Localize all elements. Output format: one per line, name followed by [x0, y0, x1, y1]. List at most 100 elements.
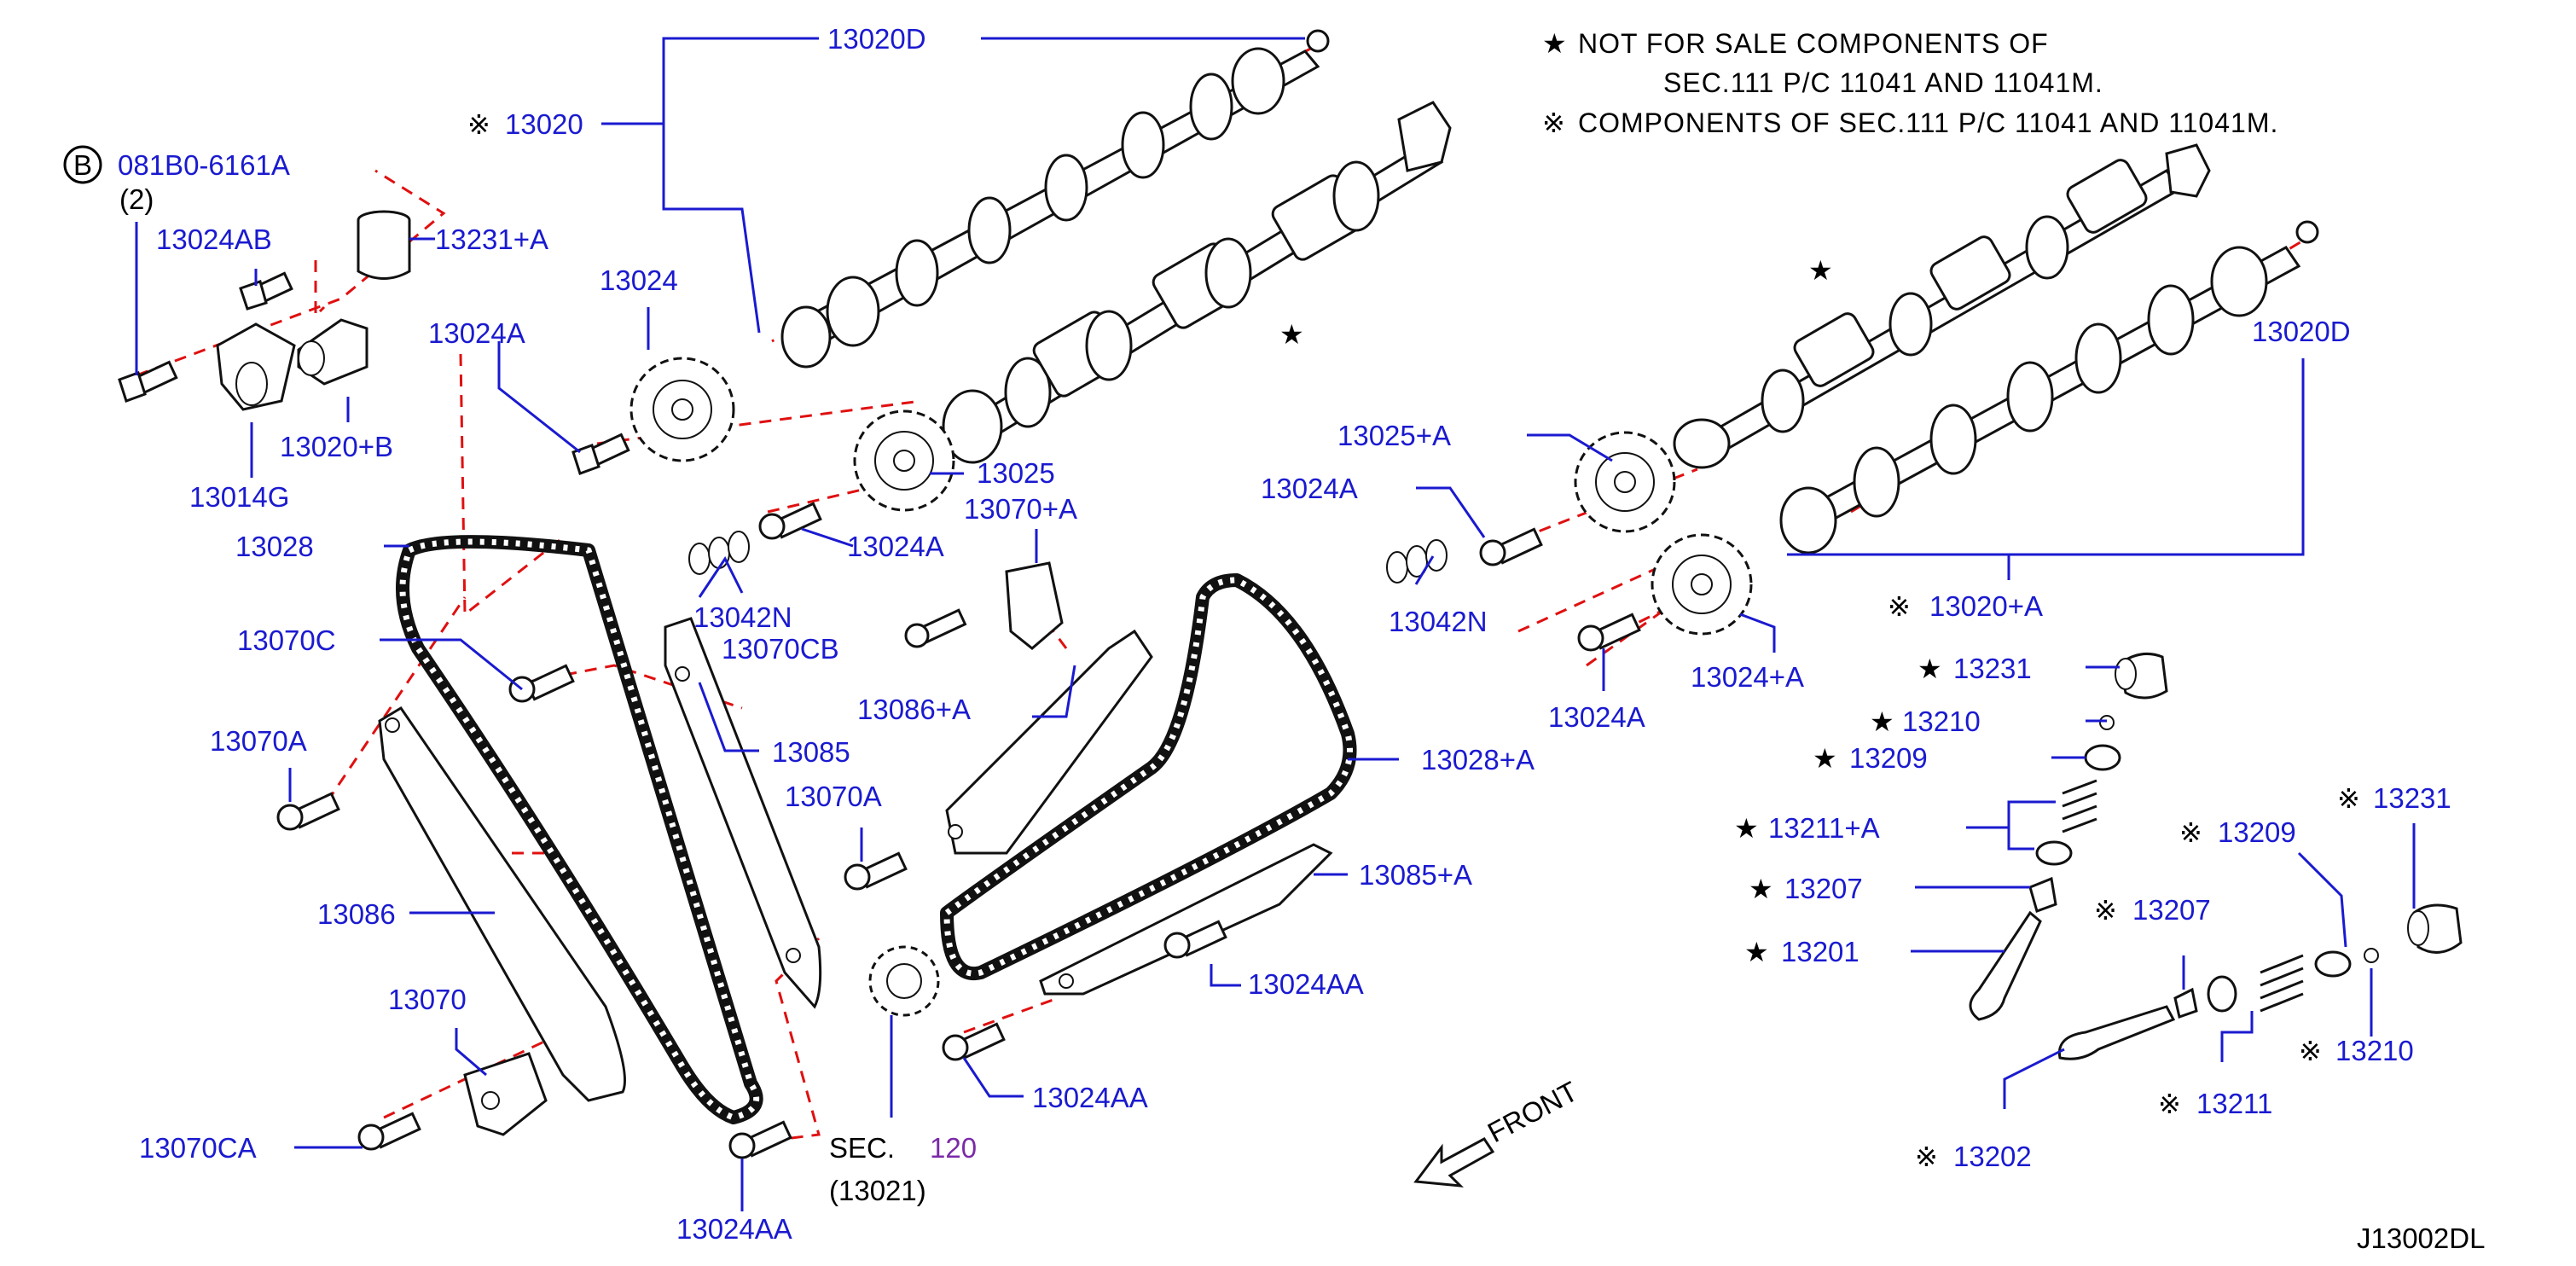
- label-13231-star[interactable]: 13231: [1953, 653, 2032, 684]
- label-13086A[interactable]: 13086+A: [857, 694, 971, 725]
- bolt-13024A-right: [1479, 527, 1543, 566]
- note-star-line2: SEC.111 P/C 11041 AND 11041M.: [1663, 67, 2103, 98]
- label-13207-kome[interactable]: 13207: [2132, 894, 2211, 926]
- label-13025[interactable]: 13025: [977, 457, 1055, 489]
- label-13024AA-bottom[interactable]: 13024AA: [676, 1213, 792, 1245]
- bolt-13024A-top: [571, 433, 630, 475]
- label-13231-kome[interactable]: 13231: [2373, 782, 2451, 814]
- label-13085A[interactable]: 13085+A: [1359, 859, 1472, 891]
- valve-train-kome: [2057, 903, 2463, 1060]
- label-13024A-right[interactable]: 13024A: [1261, 473, 1358, 504]
- star-13210: ★: [1870, 706, 1894, 737]
- star-symbol: ★: [1542, 28, 1567, 59]
- bolt-13070C: [508, 664, 575, 703]
- label-13024A-top[interactable]: 13024A: [428, 317, 525, 349]
- star-13201: ★: [1744, 937, 1769, 967]
- label-13211-kome[interactable]: 13211: [2196, 1088, 2272, 1119]
- guide-13086A: [945, 629, 1153, 855]
- label-13024plusA[interactable]: 13024+A: [1691, 661, 1804, 693]
- label-13014G[interactable]: 13014G: [189, 481, 289, 513]
- label-13231A[interactable]: 13231+A: [435, 224, 548, 255]
- chain-tensioner-13020B: [216, 318, 368, 411]
- bolt-13024AB: [239, 271, 293, 311]
- sprocket-13024: [629, 357, 735, 462]
- washers-13042N-right: [1386, 539, 1448, 584]
- label-13024A-mid[interactable]: 13024A: [847, 531, 944, 562]
- label-13202-kome[interactable]: 13202: [1953, 1141, 2032, 1172]
- kome-symbol: ※: [1542, 107, 1565, 138]
- label-13024AA-mid1[interactable]: 13024AA: [1248, 968, 1364, 1000]
- guide-13085: [664, 617, 822, 1009]
- tappet-13231A: [357, 210, 411, 280]
- star-13207: ★: [1749, 874, 1773, 904]
- label-sec-number[interactable]: 120: [930, 1132, 977, 1164]
- guide-13085A: [1039, 843, 1333, 996]
- crank-sprocket: [868, 945, 940, 1017]
- label-13020B[interactable]: 13020+B: [280, 431, 393, 462]
- label-13209-star[interactable]: 13209: [1849, 742, 1928, 774]
- bolt-13024A-bottomright: [1577, 613, 1641, 652]
- label-13070CA[interactable]: 13070CA: [139, 1132, 257, 1164]
- label-13042N-right[interactable]: 13042N: [1389, 606, 1488, 637]
- label-13042N-left[interactable]: 13042N: [693, 601, 792, 633]
- star-camshaft-right: ★: [1808, 255, 1833, 286]
- bolt-13070A-left: [276, 792, 340, 831]
- label-13207-star[interactable]: 13207: [1784, 873, 1863, 904]
- label-13024-top[interactable]: 13024: [600, 264, 678, 296]
- guide-13086: [378, 706, 626, 1102]
- label-13070A-left[interactable]: 13070A: [210, 725, 307, 757]
- bolt-13024A-mid: [758, 502, 822, 540]
- front-label: FRONT: [1482, 1075, 1583, 1148]
- note-kome-line: COMPONENTS OF SEC.111 P/C 11041 AND 1104…: [1578, 107, 2278, 138]
- diagram-id: J13002DL: [2357, 1222, 2485, 1254]
- label-13070C[interactable]: 13070C: [237, 624, 336, 656]
- label-13024A-bottomright[interactable]: 13024A: [1548, 701, 1645, 733]
- front-arrow: [1413, 1137, 1495, 1188]
- label-13211A-star[interactable]: 13211+A: [1768, 812, 1880, 844]
- bolt-13024AA-mid2: [942, 1022, 1006, 1061]
- part-labels: 13020D ※ 13020 081B0-6161A (2) 13024AB 1…: [118, 23, 2485, 1254]
- label-13020D-top[interactable]: 13020D: [827, 23, 926, 55]
- label-sec-sub: (13021): [829, 1175, 926, 1206]
- kome-13207: ※: [2094, 895, 2117, 926]
- valve-train-star: [1969, 652, 2168, 1021]
- timing-chain-13028A: [940, 573, 1357, 981]
- bolt-13070A-mid: [844, 851, 908, 891]
- label-13024AA-mid2[interactable]: 13024AA: [1032, 1082, 1148, 1113]
- bolt-13024AA-mid1: [1163, 920, 1227, 959]
- label-13020D-right[interactable]: 13020D: [2252, 316, 2351, 347]
- label-13070CB[interactable]: 13070CB: [722, 633, 839, 665]
- label-13024AB[interactable]: 13024AB: [156, 224, 272, 255]
- label-13086[interactable]: 13086: [317, 898, 396, 930]
- label-13028A[interactable]: 13028+A: [1421, 744, 1535, 775]
- kome-13020A: ※: [1888, 591, 1911, 622]
- label-13070[interactable]: 13070: [388, 984, 467, 1015]
- label-13210-star[interactable]: 13210: [1902, 706, 1981, 737]
- sprocket-13024plusA: [1651, 533, 1753, 636]
- label-081B0-6161A[interactable]: 081B0-6161A: [118, 149, 290, 181]
- bolt-13070CB: [904, 608, 967, 648]
- label-13201-star[interactable]: 13201: [1781, 936, 1859, 967]
- camshaft-left-exhaust: [780, 29, 1330, 369]
- label-13085[interactable]: 13085: [772, 736, 850, 768]
- notes-block: ★ NOT FOR SALE COMPONENTS OF SEC.111 P/C…: [1542, 28, 2278, 138]
- label-13070A-mid[interactable]: 13070A: [785, 781, 882, 812]
- bolt-13070CA: [357, 1112, 421, 1151]
- tensioner-13070A: [1005, 561, 1064, 650]
- label-13070A-top[interactable]: 13070+A: [964, 493, 1077, 525]
- kome-13202: ※: [1915, 1141, 1938, 1172]
- label-13020A[interactable]: 13020+A: [1929, 590, 2043, 622]
- bolts: [118, 271, 1641, 1159]
- label-081B0-qty: (2): [119, 183, 154, 215]
- camshaft-right-intake: [1673, 143, 2211, 469]
- bolt-ref-letter: B: [73, 149, 92, 181]
- kome-13209: ※: [2179, 817, 2202, 848]
- star-13211A: ★: [1734, 813, 1759, 844]
- label-13209-kome[interactable]: 13209: [2218, 816, 2296, 848]
- label-13025A[interactable]: 13025+A: [1337, 420, 1451, 451]
- label-13210-kome[interactable]: 13210: [2335, 1035, 2414, 1066]
- label-13028[interactable]: 13028: [235, 531, 314, 562]
- label-13020[interactable]: 13020: [505, 108, 583, 140]
- kome-13210: ※: [2299, 1036, 2322, 1066]
